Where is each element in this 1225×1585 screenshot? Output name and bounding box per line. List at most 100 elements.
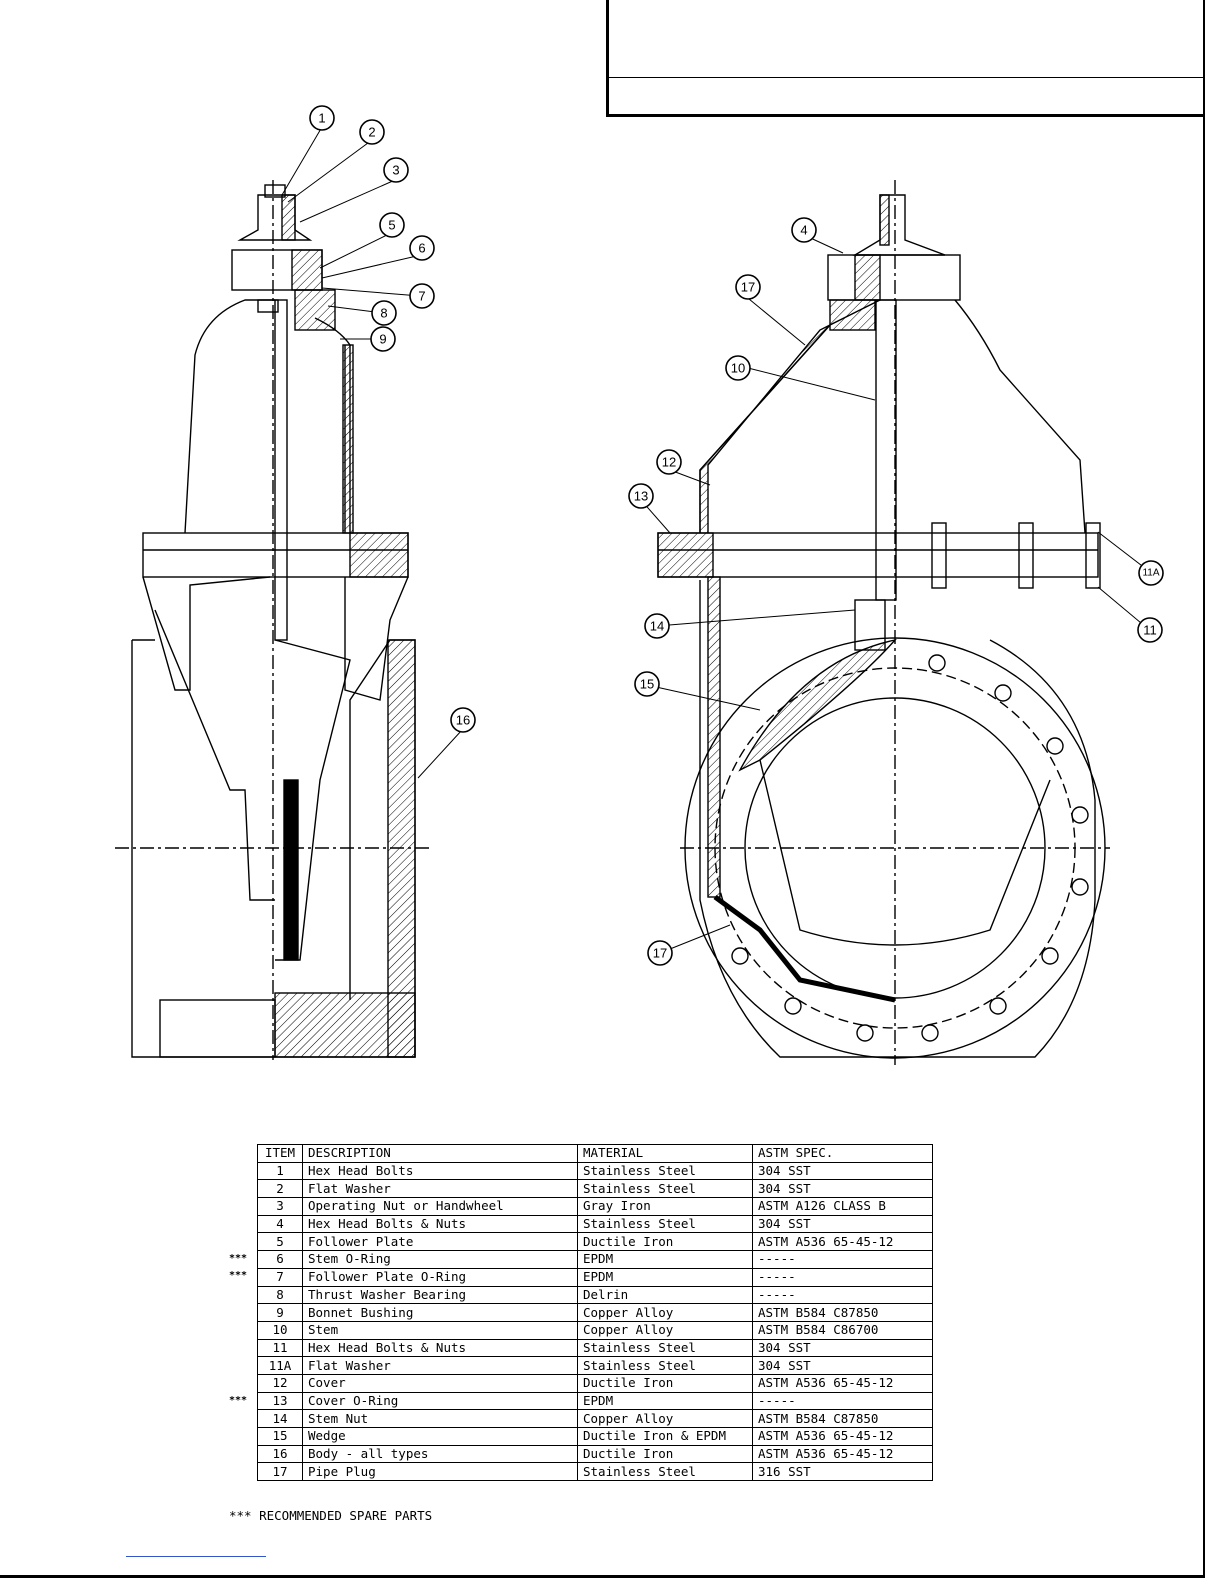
cell-item: 9: [257, 1303, 303, 1322]
callout-label: 12: [662, 455, 676, 470]
callout-12: 12: [656, 449, 682, 475]
left-body-bottom: [274, 992, 416, 1058]
cell-item: 11A: [257, 1356, 303, 1375]
cell-description: Hex Head Bolts & Nuts: [302, 1338, 578, 1358]
cell-spec: ASTM A536 65-45-12: [752, 1444, 933, 1464]
cell-spec: -----: [752, 1250, 933, 1269]
cell-material: EPDM: [577, 1267, 753, 1287]
cell-item: 3: [257, 1197, 303, 1216]
cell-spec: ASTM A126 CLASS B: [752, 1197, 933, 1216]
cell-description: Bonnet Bushing: [302, 1303, 578, 1322]
page-frame: [0, 0, 1205, 1578]
parts-table-header: ITEM DESCRIPTION MATERIAL ASTM SPEC.: [257, 1144, 933, 1163]
right-wedge: [759, 759, 1051, 946]
callout-label: 13: [634, 489, 648, 504]
callout-label: 11: [1143, 623, 1157, 638]
callout-9: 9: [370, 326, 396, 352]
cell-spec: ASTM B584 C87850: [752, 1303, 933, 1322]
callout-13: 13: [628, 483, 654, 509]
callout-label: 3: [392, 163, 399, 178]
cell-item: 8: [257, 1285, 303, 1305]
cell-item: 13: [257, 1391, 303, 1411]
callout-17-bottom: 17: [647, 940, 673, 966]
cell-material: Delrin: [577, 1285, 753, 1305]
cell-material: Copper Alloy: [577, 1303, 753, 1322]
cell-item: 4: [257, 1214, 303, 1234]
cell-description: Follower Plate O-Ring: [302, 1267, 578, 1287]
cell-material: EPDM: [577, 1391, 753, 1411]
cell-material: Copper Alloy: [577, 1320, 753, 1340]
callout-6: 6: [409, 235, 435, 261]
cell-material: Stainless Steel: [577, 1161, 753, 1181]
bonnet-bolt: [1018, 522, 1034, 589]
cell-material: Ductile Iron: [577, 1444, 753, 1464]
cell-material: Copper Alloy: [577, 1409, 753, 1428]
callout-14: 14: [644, 613, 670, 639]
callout-label: 4: [800, 223, 807, 238]
title-block-divider: [609, 77, 1203, 78]
cell-description: Cover: [302, 1373, 578, 1393]
callout-8: 8: [371, 300, 397, 326]
callout-label: 9: [379, 332, 386, 347]
right-exterior-view: [657, 180, 1110, 1065]
cell-item: 2: [257, 1179, 303, 1199]
cell-item: 14: [257, 1409, 303, 1428]
header-description: DESCRIPTION: [302, 1144, 578, 1163]
cell-description: Stem: [302, 1320, 578, 1340]
cell-description: Cover O-Ring: [302, 1391, 578, 1411]
title-block: [606, 0, 1203, 117]
callout-label: 8: [380, 306, 387, 321]
header-item: ITEM: [257, 1144, 303, 1163]
cell-description: Flat Washer: [302, 1356, 578, 1375]
cell-item: 17: [257, 1462, 303, 1482]
cell-material: Stainless Steel: [577, 1356, 753, 1375]
callout-16: 16: [450, 707, 476, 733]
callout-label: 2: [368, 125, 375, 140]
cell-material: Stainless Steel: [577, 1462, 753, 1482]
spare-parts-note: *** RECOMMENDED SPARE PARTS: [229, 1508, 433, 1523]
cell-description: Hex Head Bolts & Nuts: [302, 1214, 578, 1234]
cell-spec: 316 SST: [752, 1462, 933, 1482]
callout-label: 15: [640, 677, 654, 692]
right-bonnet-flange: [657, 532, 1099, 578]
cell-spec: 304 SST: [752, 1356, 933, 1375]
cell-material: Stainless Steel: [577, 1179, 753, 1199]
right-operating-nut: [852, 194, 946, 256]
callout-label: 14: [650, 619, 664, 634]
callout-label: 7: [418, 289, 425, 304]
cell-description: Thrust Washer Bearing: [302, 1285, 578, 1305]
left-section-view: [115, 180, 430, 1060]
footer-link-underline[interactable]: [126, 1556, 266, 1557]
cell-spec: 304 SST: [752, 1161, 933, 1181]
left-body-taper: [142, 576, 409, 701]
left-stem: [274, 299, 288, 641]
left-bonnet: [184, 299, 351, 534]
callout-10: 10: [725, 355, 751, 381]
bonnet-bolt: [1085, 522, 1101, 589]
callout-15: 15: [634, 671, 660, 697]
bonnet-bolt: [931, 522, 947, 589]
left-operating-nut: [237, 194, 313, 241]
cell-material: Stainless Steel: [577, 1214, 753, 1234]
callout-5: 5: [379, 212, 405, 238]
cell-item: 1: [257, 1161, 303, 1181]
cell-material: Ductile Iron: [577, 1373, 753, 1393]
cell-description: Follower Plate: [302, 1232, 578, 1252]
callout-label: 17: [741, 280, 755, 295]
callout-label: 5: [388, 218, 395, 233]
cell-item: 11: [257, 1338, 303, 1358]
